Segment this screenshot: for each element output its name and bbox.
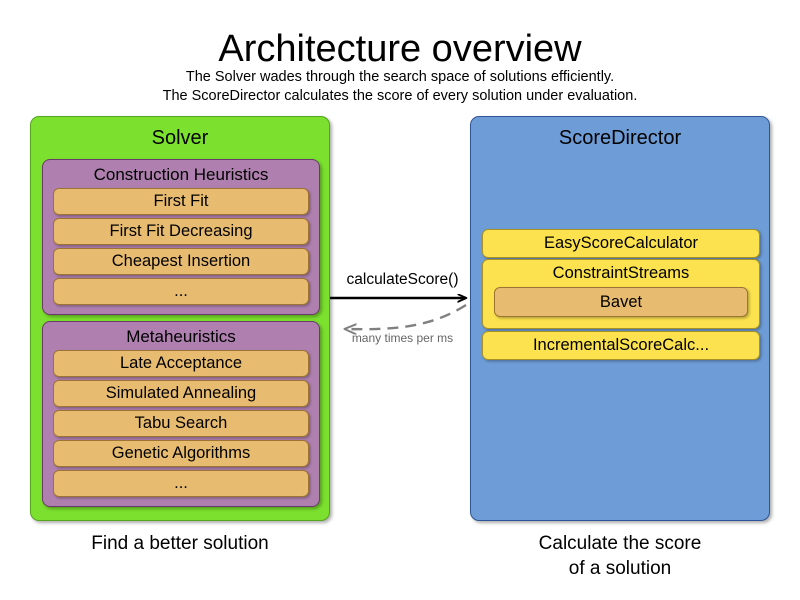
algorithm-item-late-acceptance[interactable]: Late Acceptance — [53, 350, 309, 377]
solver-panel: Solver Construction Heuristics First Fit… — [30, 116, 330, 521]
score-calculator-bavet[interactable]: Bavet — [494, 287, 748, 317]
subtitle-line-2: The ScoreDirector calculates the score o… — [162, 88, 638, 104]
algorithm-item-first-fit-decreasing[interactable]: First Fit Decreasing — [53, 218, 309, 245]
algorithm-item-cheapest-insertion[interactable]: Cheapest Insertion — [53, 248, 309, 275]
constraint-streams-label: ConstraintStreams — [552, 264, 690, 282]
solver-panel-title: Solver — [151, 127, 209, 149]
arrow-label-calculate-score: calculateScore() — [346, 271, 459, 288]
arrow-many-times-per-ms — [345, 303, 467, 329]
algorithm-item-first-fit[interactable]: First Fit — [53, 188, 309, 215]
algorithm-item-tabu-search[interactable]: Tabu Search — [53, 410, 309, 437]
caption-scoredirector-line-2: of a solution — [568, 558, 672, 579]
algorithm-item-more-metaheuristics[interactable]: ... — [53, 470, 309, 497]
algorithm-item-simulated-annealing[interactable]: Simulated Annealing — [53, 380, 309, 407]
score-calculator-constraint-streams[interactable]: ConstraintStreams Bavet — [482, 259, 760, 329]
group-title-construction-heuristics: Construction Heuristics — [93, 165, 269, 184]
score-calculator-easy[interactable]: EasyScoreCalculator — [482, 229, 760, 258]
caption-scoredirector: Calculate the score of a solution — [470, 531, 770, 581]
algorithm-item-more-construction[interactable]: ... — [53, 278, 309, 305]
page-title: Architecture overview — [218, 28, 582, 70]
subtitle-line-1: The Solver wades through the search spac… — [185, 69, 615, 85]
scoredirector-panel: ScoreDirector EasyScoreCalculator Constr… — [470, 116, 770, 521]
page-subtitle: The Solver wades through the search spac… — [0, 68, 800, 106]
score-calculator-incremental[interactable]: IncrementalScoreCalc... — [482, 331, 760, 360]
group-construction-heuristics: Construction Heuristics First Fit First … — [42, 159, 320, 315]
scoredirector-panel-title: ScoreDirector — [558, 127, 682, 149]
group-title-metaheuristics: Metaheuristics — [126, 327, 236, 346]
algorithm-item-genetic-algorithms[interactable]: Genetic Algorithms — [53, 440, 309, 467]
caption-solver: Find a better solution — [91, 533, 269, 554]
arrow-label-many-times-per-ms: many times per ms — [351, 331, 454, 345]
group-metaheuristics: Metaheuristics Late Acceptance Simulated… — [42, 321, 320, 507]
caption-scoredirector-line-1: Calculate the score — [538, 533, 702, 554]
